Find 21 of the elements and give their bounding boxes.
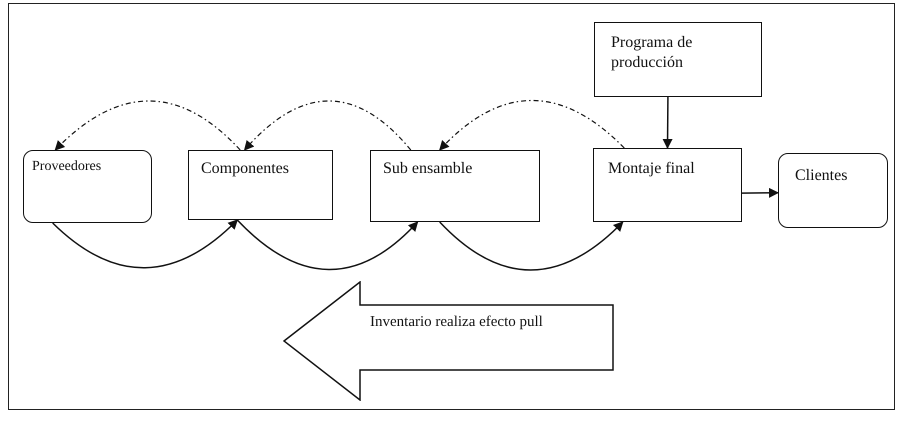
arrow — [236, 219, 418, 270]
dashed-arrow — [439, 100, 625, 151]
rounded-box — [23, 150, 152, 223]
process-box — [594, 22, 762, 97]
process-box — [370, 150, 540, 222]
process-box — [188, 150, 333, 220]
box-label: Programa de producción — [611, 33, 694, 73]
box-label: Clientes — [795, 166, 848, 186]
box-label: Proveedores — [32, 158, 102, 176]
box-label: Componentes — [201, 159, 289, 179]
arrow — [662, 97, 673, 149]
process-box — [593, 148, 742, 222]
arrow-label: Inventario realiza efecto pull — [370, 314, 543, 331]
arrow — [52, 219, 238, 268]
box-label: Montaje final — [608, 159, 695, 179]
dashed-arrow — [54, 100, 241, 151]
dashed-arrow — [244, 100, 412, 151]
arrow — [439, 221, 624, 271]
rounded-box — [778, 153, 888, 228]
arrow — [742, 188, 779, 198]
box-label: Sub ensamble — [383, 159, 472, 179]
